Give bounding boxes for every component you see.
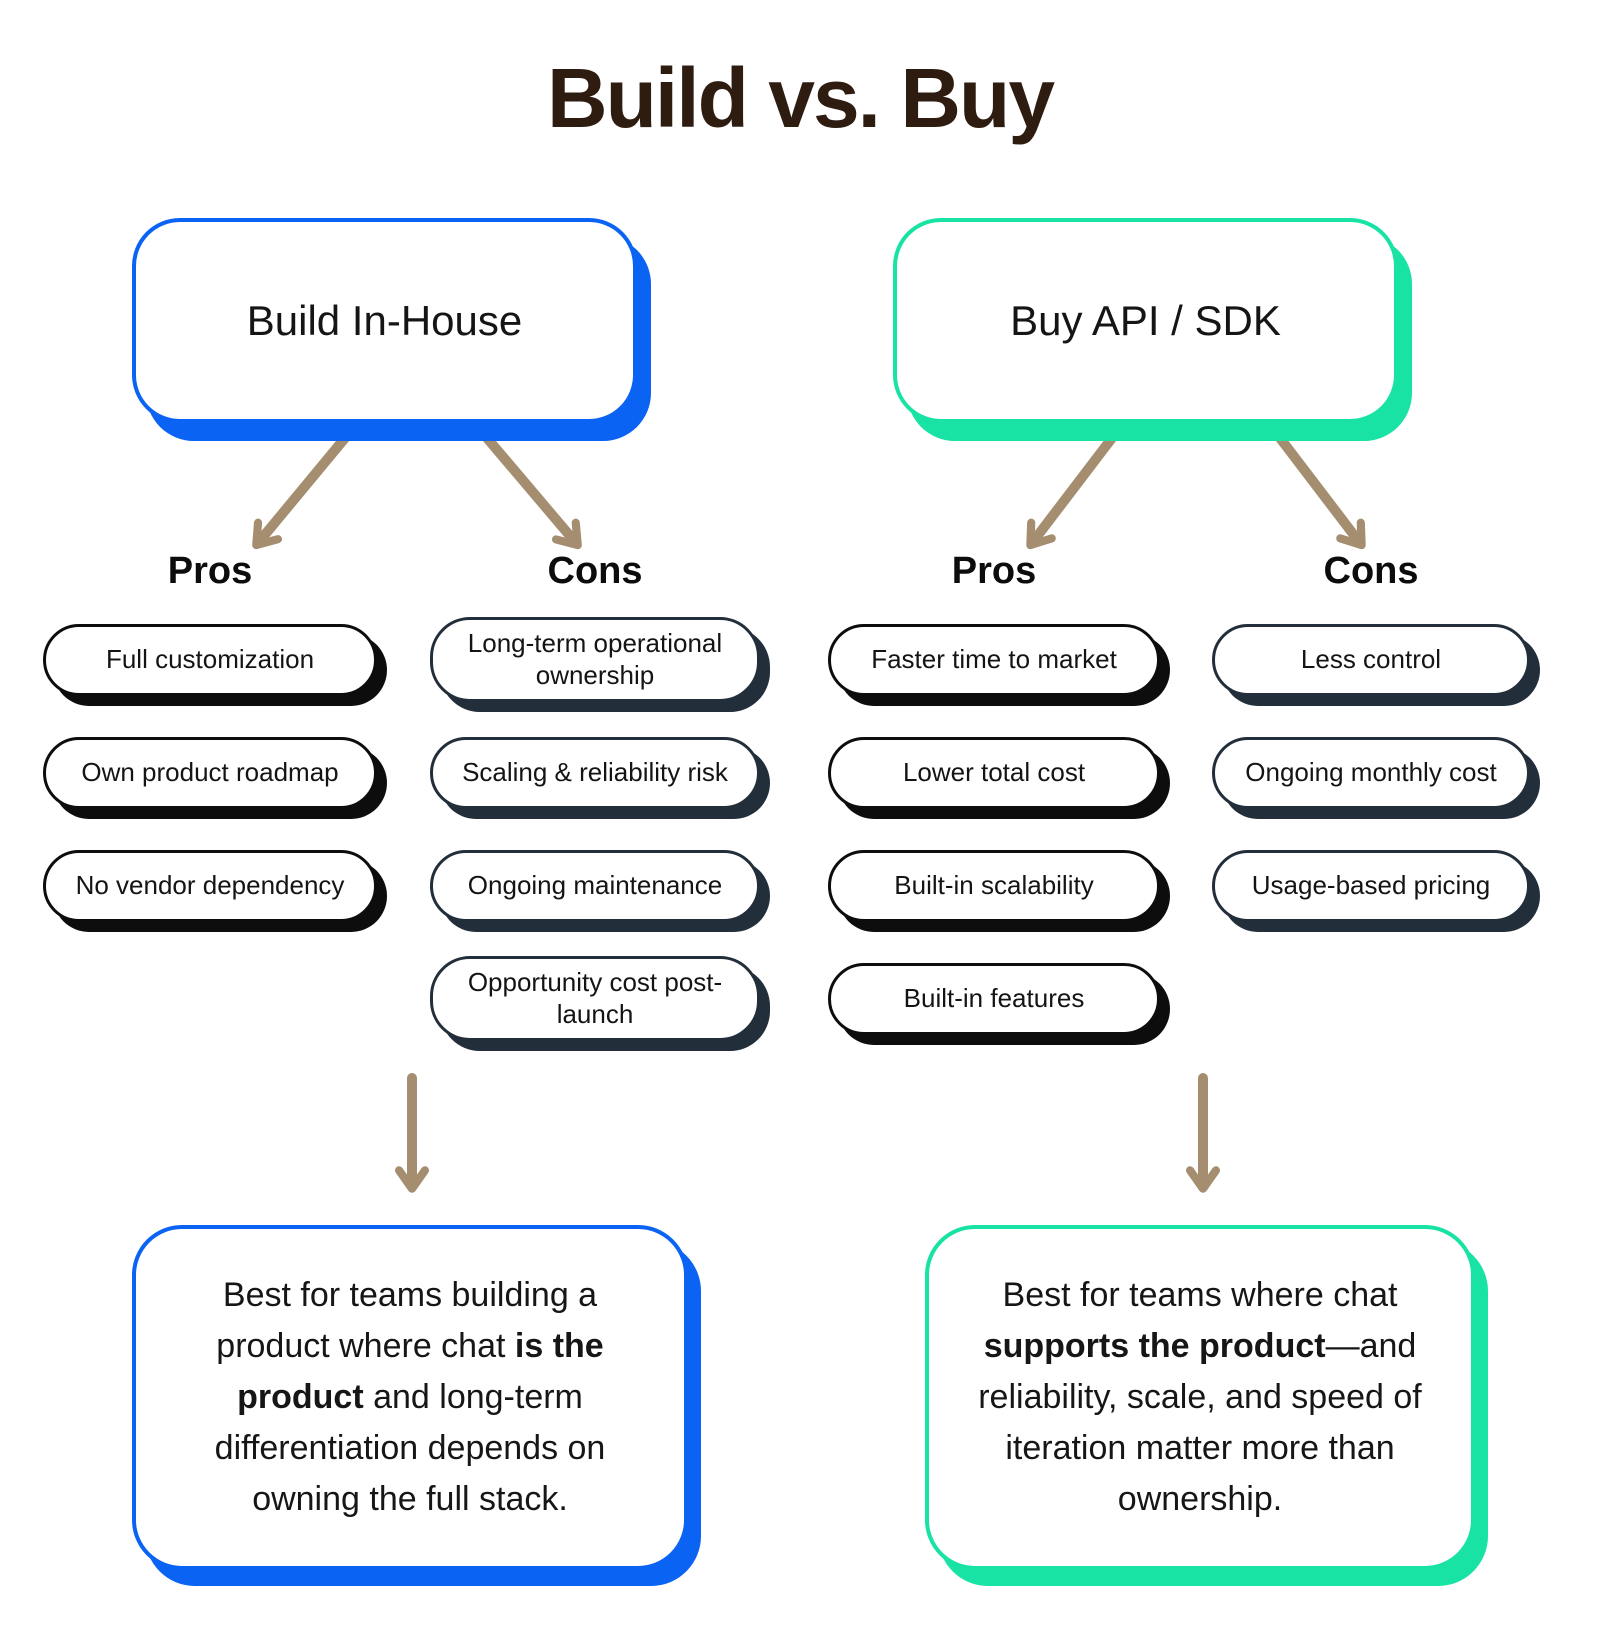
pill-row: Built-in scalability — [828, 829, 1160, 942]
build-cons-list: Long-term operational ownership Scaling … — [430, 603, 760, 1055]
buy-pros-list: Faster time to market Lower total cost B… — [828, 603, 1160, 1055]
pill-row: Own product roadmap — [43, 716, 377, 829]
pill-row: Long-term operational ownership — [430, 603, 760, 716]
pill-row: Ongoing maintenance — [430, 829, 760, 942]
build-in-house-label: Build In-House — [246, 296, 523, 344]
pill-row: Lower total cost — [828, 716, 1160, 829]
buy-cons-list: Less control Ongoing monthly cost Usage-… — [1212, 603, 1530, 942]
con-pill: Opportunity cost post-launch — [430, 956, 760, 1041]
buy-summary-text: Best for teams where chat supports the p… — [978, 1276, 1422, 1518]
arrow-buy-to-pros-icon — [1026, 433, 1117, 550]
pro-pill: Own product roadmap — [43, 736, 377, 809]
con-pill: Less control — [1212, 623, 1530, 696]
pill-row: Scaling & reliability risk — [430, 716, 760, 829]
pill-row: Built-in features — [828, 942, 1160, 1055]
arrow-build-to-cons-icon — [482, 433, 582, 550]
arrow-buy-to-cons-icon — [1275, 433, 1366, 550]
con-pill: Usage-based pricing — [1212, 849, 1530, 922]
buy-pros-header: Pros — [951, 550, 1037, 592]
build-in-house-box: Build In-House — [132, 218, 637, 423]
pro-pill: Built-in features — [828, 962, 1160, 1035]
pill-row: Opportunity cost post-launch — [430, 942, 760, 1055]
pro-pill: Built-in scalability — [828, 849, 1160, 922]
pro-pill: Lower total cost — [828, 736, 1160, 809]
build-summary-box: Best for teams building a product where … — [132, 1225, 688, 1570]
buy-summary-box: Best for teams where chat supports the p… — [925, 1225, 1475, 1570]
pill-row: Faster time to market — [828, 603, 1160, 716]
con-pill: Long-term operational ownership — [430, 617, 760, 702]
pro-pill: Faster time to market — [828, 623, 1160, 696]
build-summary-text: Best for teams building a product where … — [214, 1276, 606, 1518]
pill-row: Ongoing monthly cost — [1212, 716, 1530, 829]
pill-row: Full customization — [43, 603, 377, 716]
buy-cons-header: Cons — [1323, 550, 1419, 592]
build-cons-header: Cons — [547, 550, 643, 592]
pill-row: Less control — [1212, 603, 1530, 716]
build-pros-list: Full customization Own product roadmap N… — [43, 603, 377, 942]
con-pill: Ongoing monthly cost — [1212, 736, 1530, 809]
pill-row: No vendor dependency — [43, 829, 377, 942]
build-pros-header: Pros — [167, 550, 253, 592]
buy-api-sdk-label: Buy API / SDK — [1010, 296, 1281, 344]
arrow-build-to-pros-icon — [252, 433, 350, 550]
page-title: Build vs. Buy — [546, 51, 1055, 145]
pro-pill: No vendor dependency — [43, 849, 377, 922]
pill-row: Usage-based pricing — [1212, 829, 1530, 942]
buy-api-sdk-box: Buy API / SDK — [893, 218, 1398, 423]
con-pill: Scaling & reliability risk — [430, 736, 760, 809]
pro-pill: Full customization — [43, 623, 377, 696]
con-pill: Ongoing maintenance — [430, 849, 760, 922]
